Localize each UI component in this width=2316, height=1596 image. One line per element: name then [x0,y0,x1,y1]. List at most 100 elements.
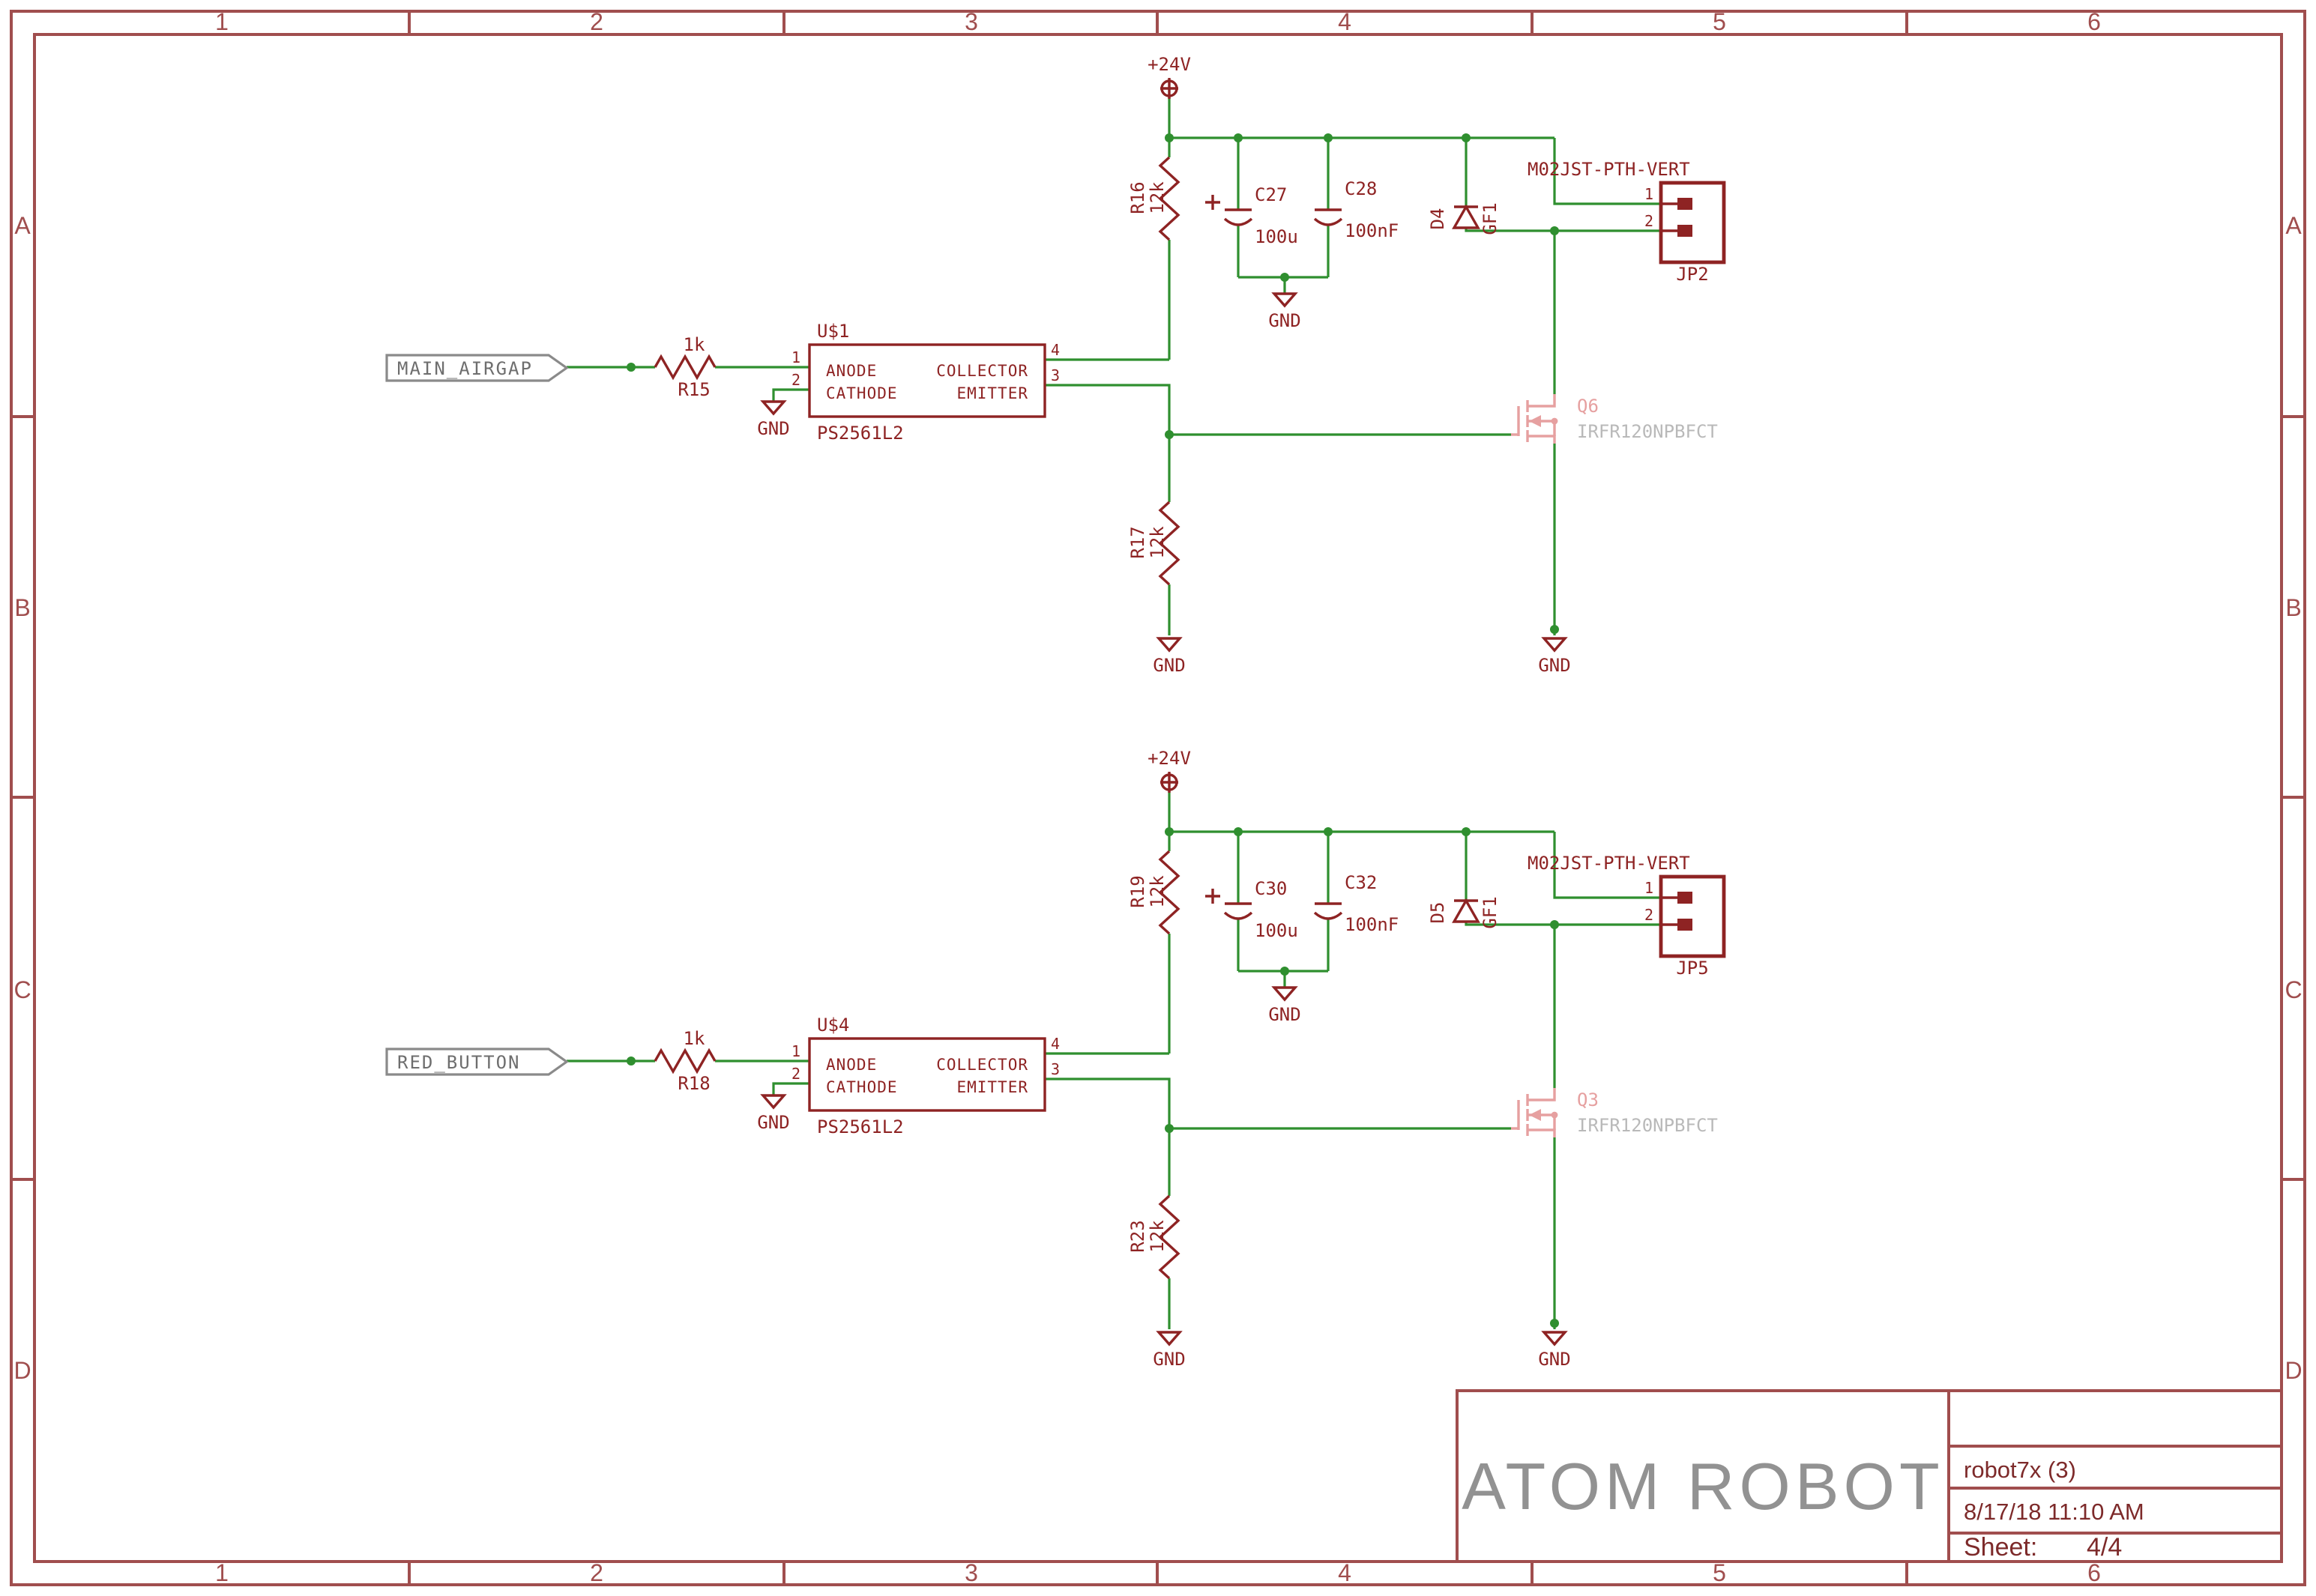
gnd-label: GND [1268,1004,1300,1025]
pin-label-collector: COLLECTOR [936,362,1028,380]
resistor-input[interactable]: 1k R18 [654,1028,717,1094]
title-block-border [1456,1389,2283,1563]
capacitor-value: 100nF [1345,220,1399,241]
gnd-label: GND [1153,1349,1185,1370]
resistor-pulldown[interactable]: R23 12k [1127,1194,1180,1280]
optocoupler[interactable]: U$1 PS2561L2 ANODE COLLECTOR CATHODE EMI… [791,321,1060,444]
frame-row-label: B [2285,594,2301,621]
gnd-label: GND [757,1112,789,1133]
capacitor-bulk[interactable]: C30 100u [1205,878,1298,941]
project-title: ATOM ROBOT [1462,1449,1943,1523]
gnd-symbol-caps[interactable]: GND [1268,986,1301,1025]
net-label-text: MAIN_AIRGAP [397,358,533,379]
diode-body [1453,899,1480,923]
wire [1045,1077,1171,1128]
connector-part: M02JST-PTH-VERT [1528,853,1690,874]
gnd-symbol-pulldown[interactable]: GND [1153,1331,1186,1370]
gnd-triangle [1543,637,1566,652]
pin-number: 1 [791,348,800,366]
capacitor-name: C28 [1345,178,1377,199]
junction-dot [1550,625,1559,634]
frame-col-label: 3 [965,1559,978,1586]
sheet-label: Sheet: [1964,1533,2037,1562]
capacitor-bypass[interactable]: C32 100nF [1313,872,1399,935]
circuit-0: MAIN_AIRGAP 1k R15 U$1 PS2561L2 ANODE CO… [385,54,1726,676]
gnd-label: GND [1153,655,1185,676]
nets [567,790,1661,1329]
resistor-pullup[interactable]: R19 12k [1127,850,1180,935]
supply-symbol[interactable]: +24V [1148,54,1191,100]
circuit-1: RED_BUTTON 1k R18 U$4 PS2561L2 ANODE COL… [385,748,1726,1370]
junction-dot [1550,226,1559,235]
frame-col-label: 1 [215,1559,229,1586]
pin-number: 2 [1644,906,1653,924]
gnd-triangle [762,400,785,415]
connector-name: JP2 [1676,264,1708,285]
nets [567,96,1661,635]
gnd-symbol-opto[interactable]: GND [757,1094,790,1133]
resistor-pulldown[interactable]: R17 12k [1127,501,1180,586]
gnd-symbol-opto[interactable]: GND [757,400,790,439]
wire [772,388,809,402]
net-label-flag [385,1048,569,1076]
junction-dot [1234,133,1243,142]
junction-dot [1462,133,1471,142]
connector-pin-pad [1677,198,1692,210]
gnd-triangle [1543,1331,1566,1346]
capacitor-body [1313,208,1343,226]
optocoupler-name: U$1 [817,321,849,342]
mosfet-body-dot [1551,417,1558,425]
frame-col-label: 4 [1338,8,1351,35]
diode-value: GF1 [1480,896,1501,928]
mosfet-part: IRFR120NPBFCT [1577,421,1718,442]
junction-dot [1550,1319,1559,1328]
wire [772,1082,809,1095]
pin-number: 3 [1051,366,1060,384]
resistor-pullup[interactable]: R16 12k [1127,156,1180,241]
connector-body [1659,874,1726,958]
junction-dot [1462,827,1471,836]
resistor-input[interactable]: 1k R15 [654,334,717,400]
frame-row-label: A [2285,212,2302,239]
frame-col-label: 2 [590,1559,603,1586]
optocoupler-part: PS2561L2 [817,1116,904,1137]
connector[interactable]: 1 2 M02JST-PTH-VERT JP2 [1528,159,1726,285]
capacitor-body [1223,902,1253,920]
junction-dot [1165,133,1174,142]
junction-dot [1165,430,1174,439]
junction-dot [1550,920,1559,929]
gnd-symbol-source[interactable]: GND [1538,637,1571,676]
wire [1553,832,1661,899]
title-block-timestamp: 8/17/18 11:10 AM [1964,1499,2144,1525]
junction-dot [1234,827,1243,836]
net-label[interactable]: RED_BUTTON [385,1048,569,1076]
diode-name: D4 [1427,208,1448,230]
capacitor-bypass[interactable]: C28 100nF [1313,178,1399,241]
gnd-label: GND [1538,1349,1570,1370]
optocoupler[interactable]: U$4 PS2561L2 ANODE COLLECTOR CATHODE EMI… [791,1015,1060,1137]
mosfet-drain [1528,1088,1556,1101]
flyback-diode[interactable]: D4 GF1 [1427,202,1501,235]
supply-symbol[interactable]: +24V [1148,748,1191,794]
connector-body [1659,181,1726,265]
flyback-diode[interactable]: D5 GF1 [1427,896,1501,928]
resistor-value: 1k [684,1028,705,1049]
connector-part: M02JST-PTH-VERT [1528,159,1690,180]
capacitor-value: 100nF [1345,914,1399,935]
frame-row-label: C [2285,976,2302,1003]
diode-value: GF1 [1480,202,1501,235]
net-label[interactable]: MAIN_AIRGAP [385,354,569,382]
mosfet[interactable]: Q6 IRFR120NPBFCT [1511,394,1718,444]
gnd-symbol-caps[interactable]: GND [1268,292,1301,331]
junction-dot [1165,1124,1174,1133]
frame-row-label: B [14,594,30,621]
connector[interactable]: 1 2 M02JST-PTH-VERT JP5 [1528,853,1726,979]
capacitor-bulk[interactable]: C27 100u [1205,184,1298,247]
mosfet[interactable]: Q3 IRFR120NPBFCT [1511,1088,1718,1137]
gnd-triangle [762,1094,785,1109]
gnd-symbol-pulldown[interactable]: GND [1153,637,1186,676]
resistor-value: 12k [1147,526,1168,559]
gnd-symbol-source[interactable]: GND [1538,1331,1571,1370]
supply-label: +24V [1148,54,1191,75]
